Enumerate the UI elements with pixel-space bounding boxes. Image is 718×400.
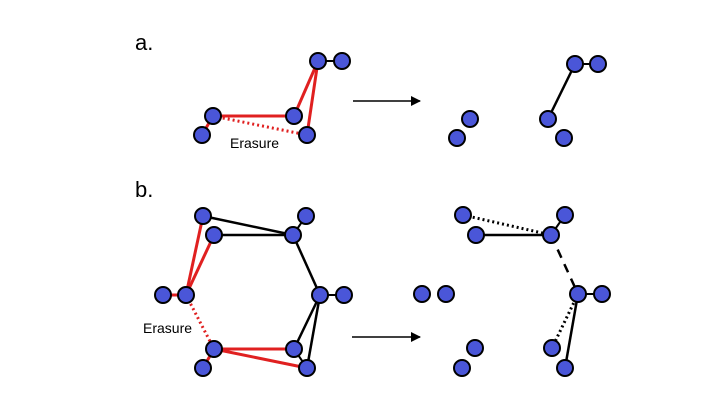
edge-b-red-5 — [213, 347, 308, 370]
node — [593, 285, 611, 303]
edge-b-black-6 — [292, 294, 322, 350]
node — [193, 126, 211, 144]
edge-a-red-3 — [305, 60, 320, 136]
edge-b-black-4 — [291, 234, 322, 296]
node — [335, 286, 353, 304]
node — [204, 107, 222, 125]
node — [569, 285, 587, 303]
edge-b2-dashed-1 — [549, 234, 580, 295]
erasure-label-b: Erasure — [143, 320, 192, 336]
node — [177, 286, 195, 304]
node — [566, 55, 584, 73]
node — [311, 286, 329, 304]
node — [154, 286, 172, 304]
node — [542, 226, 560, 244]
node — [285, 340, 303, 358]
node — [205, 340, 223, 358]
edge-b-black-1 — [202, 214, 294, 237]
node — [205, 226, 223, 244]
node — [297, 207, 315, 225]
edge-b2-black-4 — [563, 293, 580, 369]
edges-layer — [163, 60, 602, 370]
node — [461, 110, 479, 128]
node — [309, 52, 327, 70]
node — [466, 339, 484, 357]
edge-b-red-1 — [184, 215, 205, 296]
edge-b-black-7 — [305, 294, 322, 369]
node — [437, 285, 455, 303]
node — [448, 129, 466, 147]
node — [285, 107, 303, 125]
node — [453, 359, 471, 377]
edge-a2-black-2 — [546, 63, 577, 120]
node — [589, 55, 607, 73]
node — [555, 129, 573, 147]
edge-a-erased — [212, 114, 308, 137]
edge-b-erased — [184, 294, 216, 350]
node — [333, 52, 351, 70]
node — [284, 226, 302, 244]
edge-b2-dotted-1 — [462, 213, 552, 237]
panel-b-label: b. — [135, 177, 153, 202]
node — [539, 110, 557, 128]
edge-b-red-2 — [184, 234, 216, 296]
node — [413, 285, 431, 303]
node — [543, 339, 561, 357]
node — [556, 206, 574, 224]
node — [454, 206, 472, 224]
node — [556, 359, 574, 377]
erasure-label-a: Erasure — [230, 135, 279, 151]
node — [194, 359, 212, 377]
nodes-layer — [154, 52, 611, 377]
panel-a-label: a. — [135, 30, 153, 55]
node — [298, 126, 316, 144]
node — [467, 226, 485, 244]
node — [194, 207, 212, 225]
edge-a-red-2 — [292, 60, 320, 117]
node — [298, 359, 316, 377]
